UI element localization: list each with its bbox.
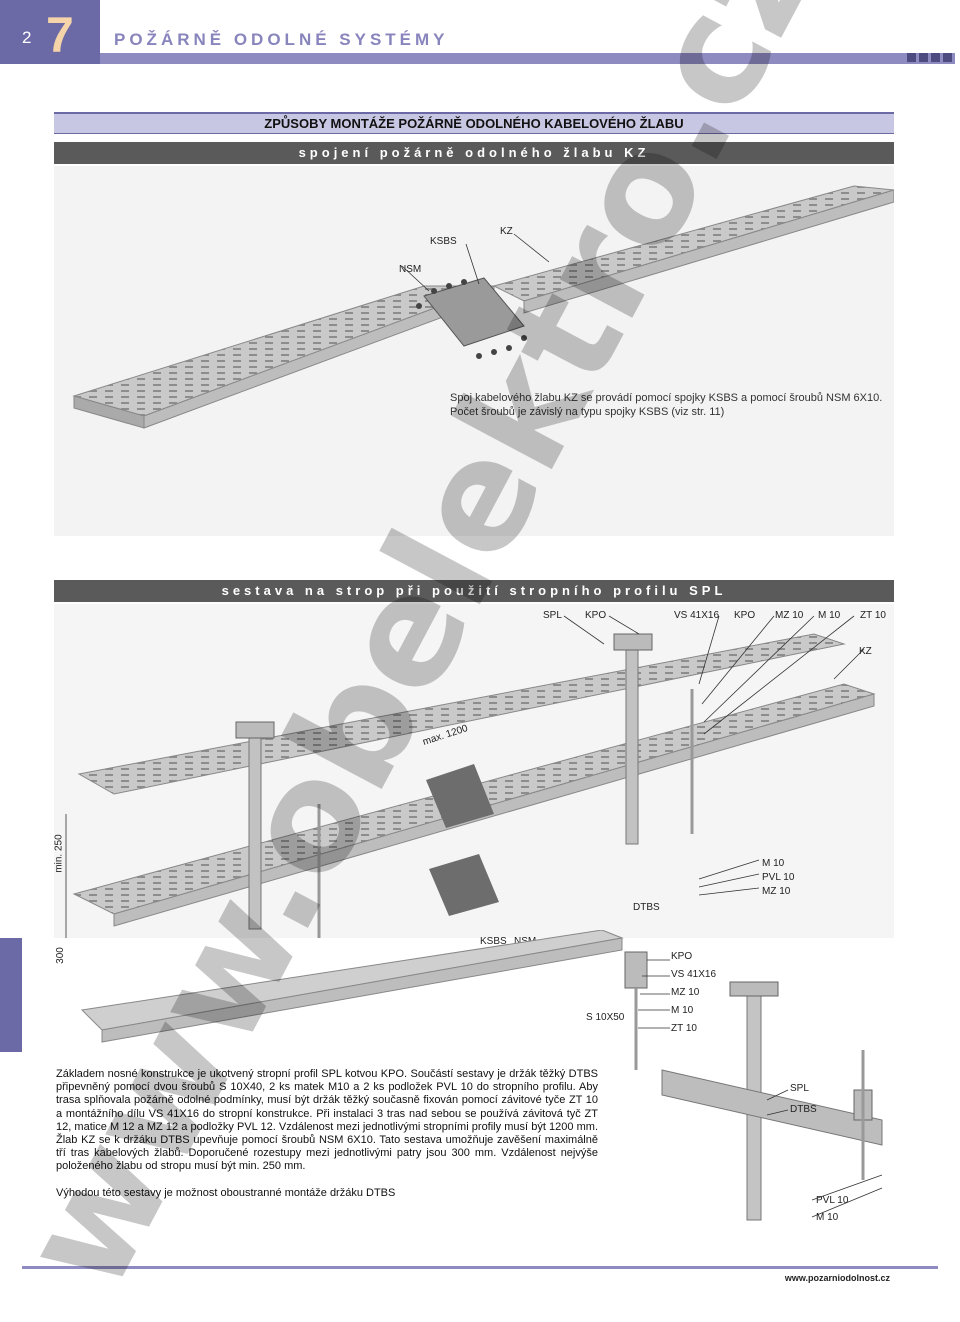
detail-label-s10: S 10X50 xyxy=(586,1012,625,1023)
header-rule xyxy=(100,53,955,64)
detail-label-m: M 10 xyxy=(671,1005,694,1016)
joint-illustration xyxy=(72,185,895,429)
figure-assembly: SPL KPO VS 41X16 KPO MZ 10 M 10 ZT 10 KZ… xyxy=(53,604,894,964)
label-vs: VS 41X16 xyxy=(674,610,720,621)
side-tab xyxy=(0,938,22,1052)
footer-url: www.pozarniodolnost.cz xyxy=(784,1273,890,1283)
assembly-illustration xyxy=(65,615,876,938)
label-kz: KZ xyxy=(500,226,513,237)
label-kz: KZ xyxy=(859,646,872,657)
subtitle-joint: spojení požárně odolného žlabu KZ xyxy=(54,142,894,164)
label-m10: M 10 xyxy=(762,858,785,869)
chapter-tab xyxy=(0,0,100,64)
label-kpo: KPO xyxy=(585,610,607,621)
label-kpo-2: KPO xyxy=(734,610,756,621)
label-ksbs-bottom: KSBS xyxy=(480,936,507,947)
detail-label-vs: VS 41X16 xyxy=(671,969,717,980)
advantage-note: Výhodou této sestavy je možnost oboustra… xyxy=(56,1187,396,1199)
detail-label-spl: SPL xyxy=(790,1083,809,1094)
detail-illustration xyxy=(80,930,883,1221)
detail-label-kpo: KPO xyxy=(671,951,693,962)
footer-rule xyxy=(22,1266,938,1269)
section-title: ZPŮSOBY MONTÁŽE POŽÁRNĚ ODOLNÉHO KABELOV… xyxy=(54,112,894,134)
detail-label-pvl: PVL 10 xyxy=(816,1195,849,1206)
detail-label-mz: MZ 10 xyxy=(671,987,700,998)
label-pvl10: PVL 10 xyxy=(762,872,795,883)
joint-caption-line2: Počet šroubů je závislý na typu spojky K… xyxy=(450,406,725,418)
label-zt: ZT 10 xyxy=(860,610,886,621)
label-m: M 10 xyxy=(818,610,841,621)
label-mz10: MZ 10 xyxy=(762,886,791,897)
page-number: 2 xyxy=(22,28,32,47)
joint-caption-line1: Spoj kabelového žlabu KZ se provádí pomo… xyxy=(450,392,883,404)
label-nsm: NSM xyxy=(399,264,422,275)
figure-joint: KSBS KZ NSM Spoj kabelového žlabu KZ se … xyxy=(54,166,895,536)
chapter-number: 7 xyxy=(46,7,74,63)
label-dtbs: DTBS xyxy=(633,902,660,913)
label-mz: MZ 10 xyxy=(775,610,804,621)
subtitle-ceiling-assembly: sestava na strop při použití stropního p… xyxy=(54,580,894,602)
detail-label-zt: ZT 10 xyxy=(671,1023,697,1034)
header-title: POŽÁRNĚ ODOLNÉ SYSTÉMY xyxy=(114,30,449,49)
label-ksbs: KSBS xyxy=(430,236,457,247)
detail-label-m2: M 10 xyxy=(816,1212,839,1223)
detail-label-dtbs: DTBS xyxy=(790,1104,817,1115)
description-paragraph: Základem nosné konstrukce je ukotvený st… xyxy=(56,1068,598,1173)
label-spl: SPL xyxy=(543,610,562,621)
header-decoration xyxy=(907,53,952,62)
dimension-min: min. 250 xyxy=(53,834,65,873)
